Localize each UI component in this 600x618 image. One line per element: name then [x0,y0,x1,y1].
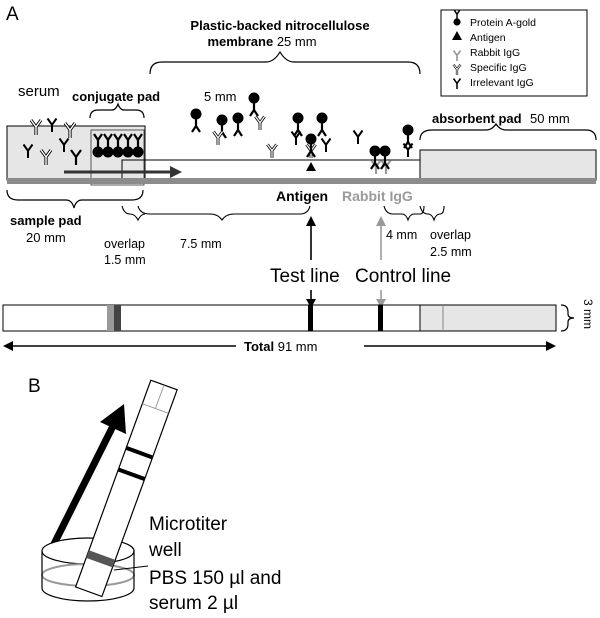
distance-7-5-mm: 7.5 mm [180,237,222,251]
panel-b-label: B [28,376,41,397]
overlap-2-line1: overlap [430,228,471,242]
panel-a-label: A [6,4,19,25]
antigen-line-label: Antigen [276,188,328,204]
conjugate-pad [90,129,145,186]
overlap-1-line2: 1.5 mm [104,253,146,267]
legend-irrelevant-igg: Irrelevant IgG [470,77,534,89]
top-view-conjugate-band-light [107,305,114,331]
conjugate-pad-size: 5 mm [204,89,237,104]
microtiter-label-line2: well [148,540,182,561]
dipstick-strip [74,379,178,598]
strip-top-view [2,304,557,332]
pbs-label-line2: serum 2 µl [149,593,238,614]
overlap-2-line2: 2.5 mm [430,245,472,259]
antigen-icon [452,31,462,40]
legend-rabbit-igg: Rabbit IgG [470,47,520,59]
dimension-braces [121,205,445,222]
total-length-arrow [3,337,556,355]
top-view-control-line [378,305,383,331]
legend: Protein A-gold Antigen Rabbit IgG Specif… [440,9,588,97]
width-brace [560,304,575,332]
membrane-title-line2: membrane 25 mm [207,34,316,49]
flow-arrow-head [170,166,182,178]
control-line-arrow [376,216,386,308]
top-view-absorbent-pad [419,304,557,332]
total-length-label: Total 91 mm [244,339,317,354]
absorbent-pad [419,149,597,181]
pbs-label-line1: PBS 150 µl and [149,568,281,589]
conjugate-pad-label: conjugate pad [72,89,160,104]
rabbit-igg-line-label: Rabbit IgG [342,188,413,204]
sample-pad-size: 20 mm [26,230,66,245]
overlap-1-line1: overlap [104,237,145,251]
top-view-test-line [308,305,313,331]
serum-label: serum [18,83,60,100]
control-line-label: Control line [355,266,451,287]
test-line-label: Test line [270,266,340,287]
strip-side-view [6,125,597,186]
test-line-capture [304,132,318,171]
legend-antigen: Antigen [470,32,506,44]
distance-4-mm: 4 mm [386,228,417,242]
legend-specific-igg: Specific IgG [470,62,527,74]
membrane-brace [149,50,421,75]
width-3-mm: 3 mm [581,299,595,329]
absorbent-pad-size: 50 mm [530,111,570,126]
microtiter-label-line1: Microtiter [149,514,228,535]
sample-pad-brace [6,189,144,209]
sample-pad-label: sample pad [10,213,82,228]
absorbent-pad-brace [419,122,597,141]
microtiter-well-front [41,551,135,602]
legend-protein-a-gold: Protein A-gold [470,17,536,29]
conjugate-pad-brace [89,102,145,119]
absorbent-pad-label: absorbent pad [432,111,522,126]
test-line-arrow [306,216,316,308]
pbs-pointer [113,565,149,571]
dipstick-test-line [117,467,146,481]
dipstick-conjugate-band [86,550,116,568]
membrane-title-line1: Plastic-backed nitrocellulose [190,18,369,33]
migration-arrow [46,404,126,554]
dipstick-control-line [125,445,154,460]
backing-layer [7,178,596,184]
top-view-conjugate-band-dark [114,305,121,331]
